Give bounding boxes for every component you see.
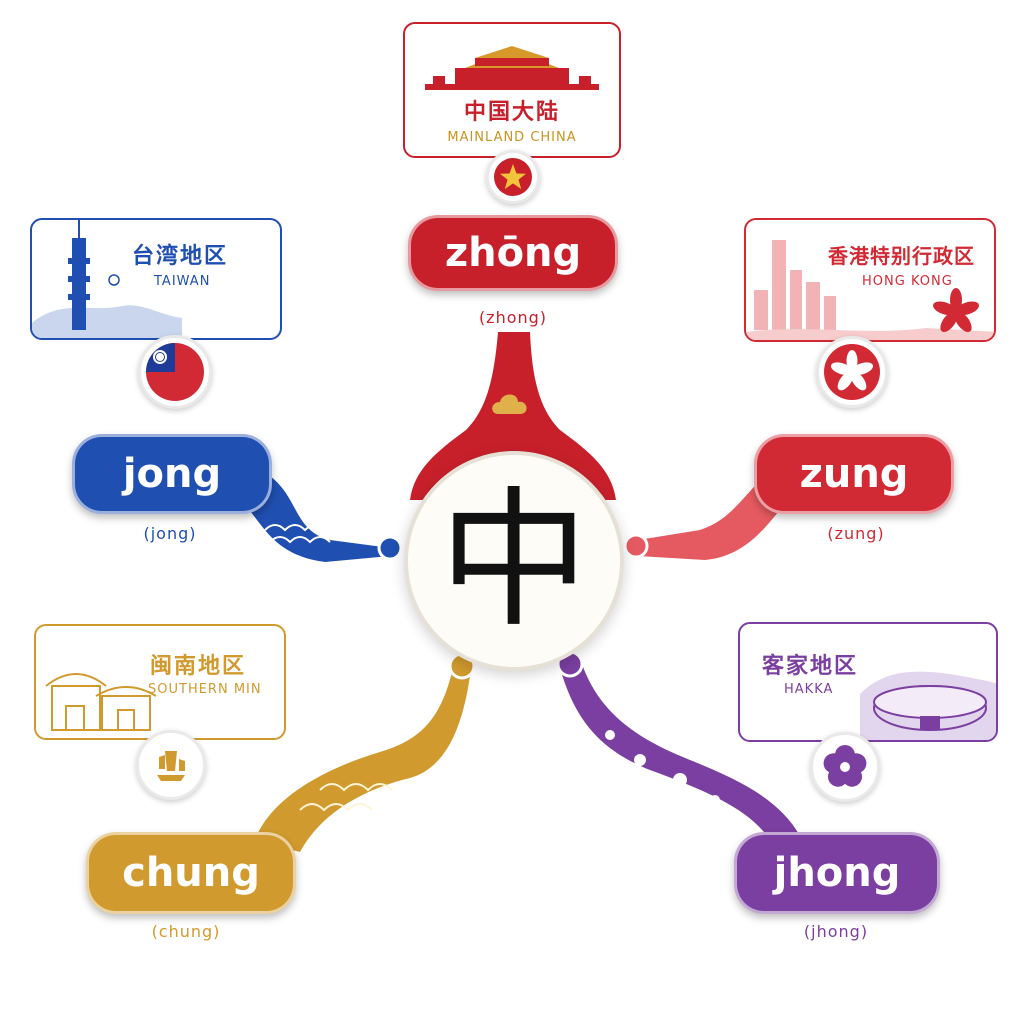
mainland-zh-label: 中国大陆 xyxy=(463,100,560,125)
hongkong-badge xyxy=(816,336,888,408)
hongkong-card: 香港特别行政区 HONG KONG xyxy=(744,218,996,342)
hongkong-node xyxy=(623,533,649,559)
mainland-badge xyxy=(486,150,540,204)
minnan-en-label: SOUTHERN MIN xyxy=(148,682,262,697)
taiwan-node xyxy=(377,535,403,561)
tulou-illustration xyxy=(860,671,996,740)
taiwan-zh-label: 台湾地区 xyxy=(132,244,229,269)
minnan-pronunciation-pill: chung xyxy=(86,832,296,914)
blossom-pattern xyxy=(605,730,720,805)
minnan-connector xyxy=(255,672,470,852)
minnan-architecture-illustration xyxy=(45,673,157,731)
hongkong-en-label: HONG KONG xyxy=(862,274,953,289)
minnan-caption: (chung) xyxy=(151,922,221,941)
taipei-101-illustration xyxy=(32,220,182,338)
taiwan-flag-icon xyxy=(146,343,204,401)
mainland-pronunciation-pill: zhōng xyxy=(408,215,618,291)
tiananmen-illustration xyxy=(425,46,599,90)
hongkong-pronunciation-pill: zung xyxy=(754,434,954,514)
taiwan-caption: (jong) xyxy=(143,524,197,543)
center-character: 中 xyxy=(438,474,589,648)
hakka-pronunciation-pill: jhong xyxy=(734,832,940,914)
taiwan-card: 台湾地区 TAIWAN xyxy=(30,218,282,340)
minnan-badge xyxy=(136,730,206,800)
taiwan-badge xyxy=(138,335,212,409)
star-icon xyxy=(494,158,532,196)
hongkong-caption: (zung) xyxy=(827,524,885,543)
hongkong-skyline-illustration xyxy=(746,240,994,340)
bauhinia-icon xyxy=(824,344,880,400)
taiwan-connector xyxy=(240,470,390,562)
center-character-circle: 中 xyxy=(404,451,624,671)
mainland-en-label: MAINLAND CHINA xyxy=(447,130,577,145)
hakka-card: 客家地区 HAKKA xyxy=(738,622,998,742)
taiwan-en-label: TAIWAN xyxy=(154,274,211,289)
minnan-card: 闽南地区 SOUTHERN MIN xyxy=(34,624,286,740)
junk-boat-icon xyxy=(157,751,185,781)
wave-pattern xyxy=(299,783,393,812)
wave-pattern xyxy=(264,524,331,544)
mainland-caption: (zhong) xyxy=(478,308,548,327)
hakka-caption: (jhong) xyxy=(803,922,869,941)
plum-blossom-icon xyxy=(823,745,867,787)
hongkong-connector xyxy=(638,470,790,560)
hakka-connector xyxy=(560,664,800,840)
hakka-badge xyxy=(810,732,880,802)
cloud-ornament-icon xyxy=(492,394,527,414)
mainland-card: 中国大陆 MAINLAND CHINA xyxy=(403,22,621,158)
hakka-en-label: HAKKA xyxy=(784,682,834,697)
taiwan-pronunciation-pill: jong xyxy=(72,434,272,514)
hakka-zh-label: 客家地区 xyxy=(762,654,859,679)
mainland-connector xyxy=(410,332,616,500)
hongkong-zh-label: 香港特别行政区 xyxy=(828,244,975,268)
minnan-zh-label: 闽南地区 xyxy=(150,654,247,679)
